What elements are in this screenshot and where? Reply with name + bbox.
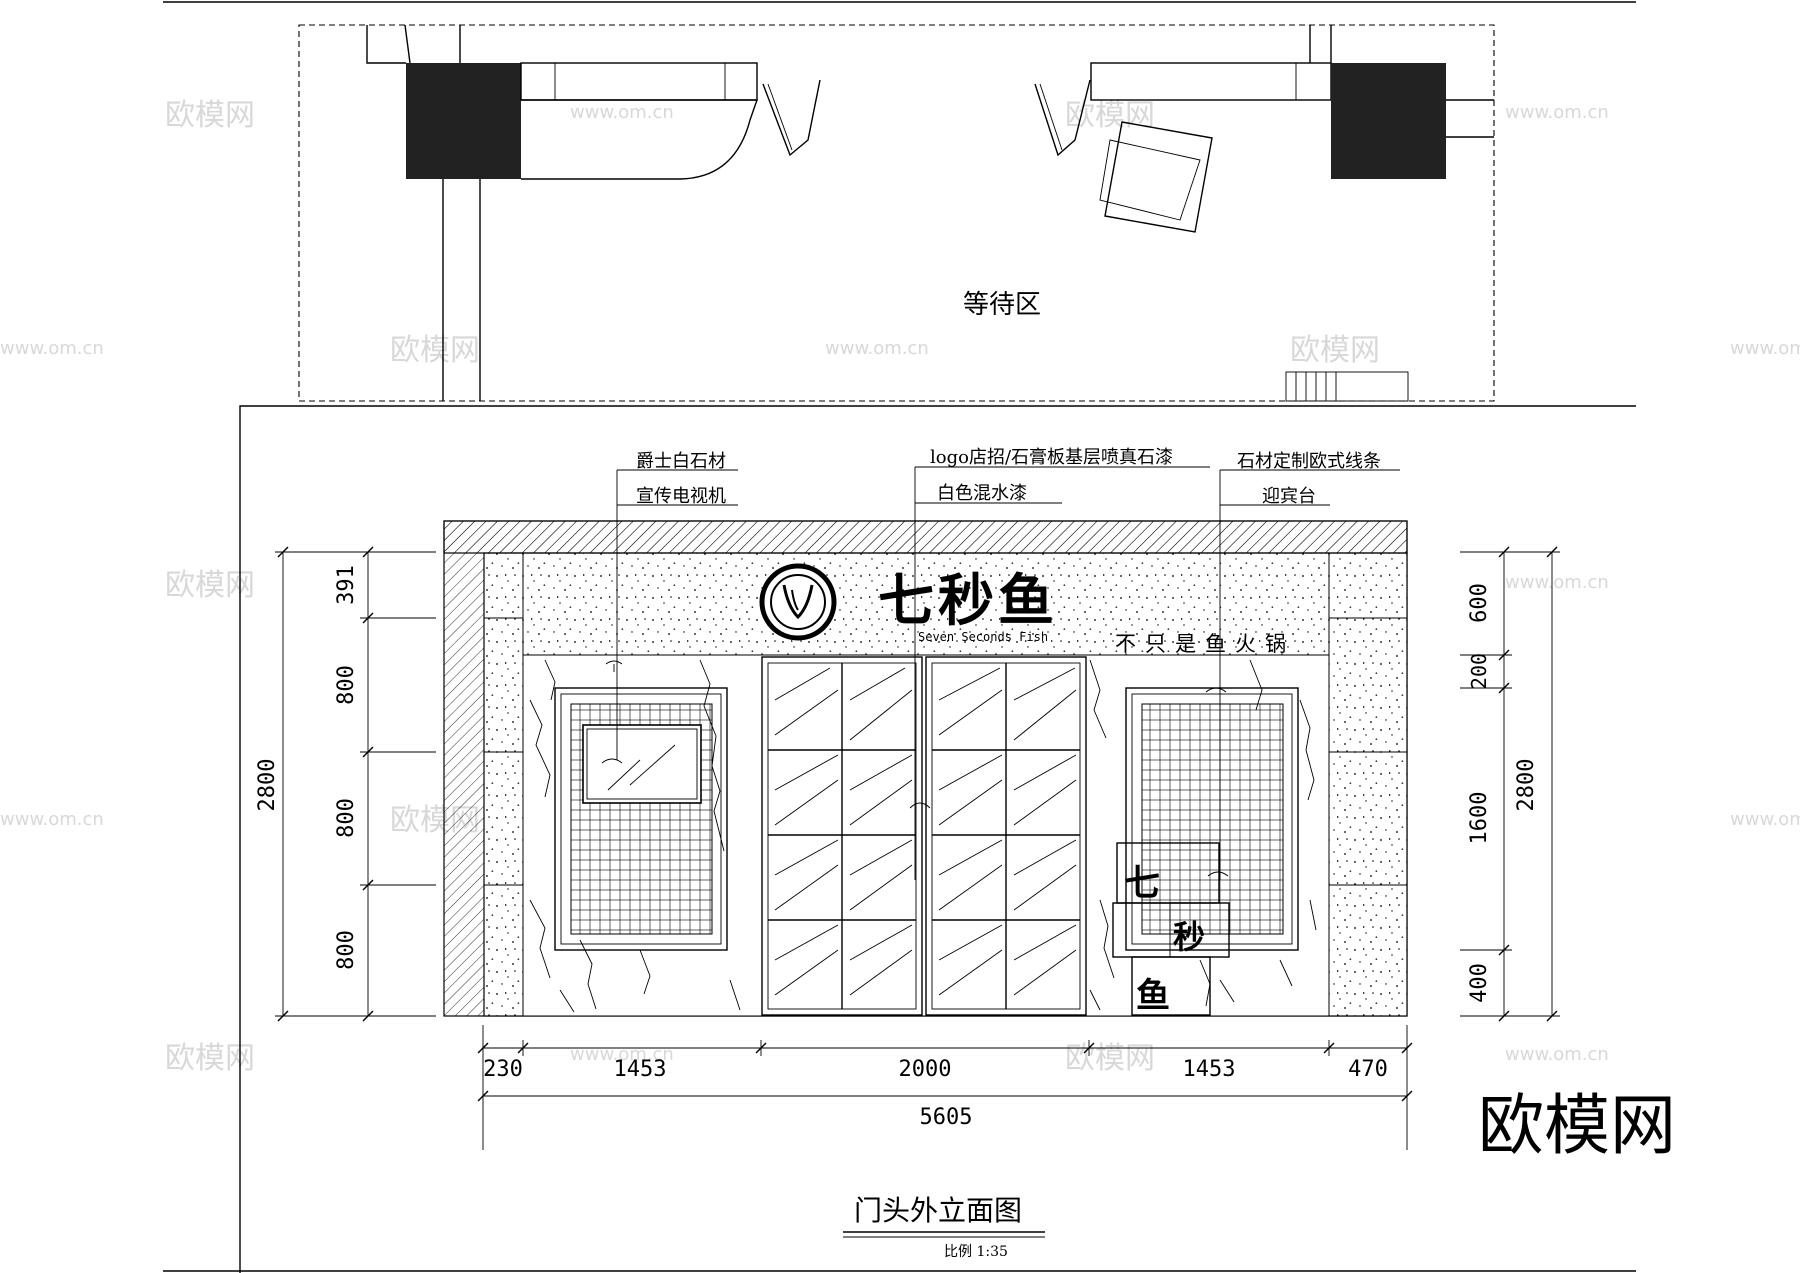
watermark-url: www.om.cn <box>1505 572 1609 593</box>
watermark-logo: 欧模网 <box>1478 1087 1676 1164</box>
brand-name: 七秒鱼 <box>878 568 1058 634</box>
desk-char-2: 秒 <box>1173 918 1205 956</box>
dimension-bottom: 230 1453 2000 1453 470 5605 <box>477 1025 1413 1150</box>
drawing-scale: 比例 1:35 <box>944 1244 1008 1260</box>
watermark-brand: 欧模网 <box>390 333 480 368</box>
watermark-url: www.om.cn <box>570 102 674 123</box>
dim-right-total: 2800 <box>1514 759 1539 812</box>
callout-paint: 白色混水漆 <box>937 483 1027 504</box>
dim-left-seg-1: 391 <box>334 565 359 605</box>
dim-right-seg-1: 600 <box>1467 583 1492 623</box>
dim-bottom-seg-1: 230 <box>483 1057 523 1082</box>
watermark-brand: 欧模网 <box>165 98 255 133</box>
brand-logo-icon <box>759 563 837 641</box>
callout-moulding: 石材定制欧式线条 <box>1237 451 1381 472</box>
zone-label: 等待区 <box>963 290 1041 320</box>
column-block-left <box>406 63 521 179</box>
desk-char-3: 鱼 <box>1136 976 1170 1016</box>
marble-veins <box>529 659 1317 1013</box>
dim-bottom-seg-5: 470 <box>1348 1057 1388 1082</box>
slogan: 不只是鱼火锅 <box>1115 632 1295 656</box>
dim-bottom-seg-2: 1453 <box>614 1057 667 1082</box>
display-window-right <box>1125 687 1299 951</box>
watermark-url: www.om.cn <box>1730 338 1800 359</box>
column-block-right <box>1331 63 1446 179</box>
callout-stone: 爵士白石材 <box>636 451 726 472</box>
dimension-right: 600 200 1600 400 2800 <box>1460 546 1560 1022</box>
entrance-door-right <box>925 656 1087 1016</box>
dimension-left: 2800 391 800 800 800 <box>255 546 436 1022</box>
dim-right-seg-2: 200 <box>1467 653 1491 689</box>
sheet-frame <box>163 405 1636 1273</box>
dim-bottom-seg-4: 1453 <box>1183 1057 1236 1082</box>
dim-bottom-total: 5605 <box>920 1105 973 1130</box>
watermark-url: www.om.cn <box>0 338 104 359</box>
dim-left-seg-4: 800 <box>334 930 359 970</box>
brand-name-en: Seven Seconds Fish <box>918 630 1048 644</box>
dim-right-seg-3: 1600 <box>1467 792 1492 845</box>
watermark-brand: 欧模网 <box>1065 1041 1155 1076</box>
watermark-url: www.om.cn <box>0 809 104 830</box>
reception-desk-plan <box>1104 121 1213 233</box>
watermark-url: www.om.cn <box>570 1044 674 1065</box>
watermark-url: www.om.cn <box>1505 1044 1609 1065</box>
dim-right-seg-4: 400 <box>1467 963 1492 1003</box>
watermark-url: www.om.cn <box>825 338 929 359</box>
drawing-title: 门头外立面图 <box>854 1194 1022 1227</box>
entrance-door-left <box>761 656 923 1016</box>
title-block: 门头外立面图 比例 1:35 <box>843 1194 1045 1260</box>
facade-elevation: 七秒鱼 Seven Seconds Fish 不只是鱼火锅 七 秒 鱼 <box>443 520 1408 1017</box>
callouts: 爵士白石材 宣传电视机 logo店招/石膏板基层喷真石漆 白色混水漆 石材定制欧… <box>616 446 1400 880</box>
callout-reception: 迎宾台 <box>1262 486 1316 507</box>
reception-desk: 七 秒 鱼 <box>1112 842 1230 1016</box>
dim-left-seg-2: 800 <box>334 665 359 705</box>
tv-screen <box>582 724 702 804</box>
watermark-url: www.om.cn <box>1730 809 1800 830</box>
watermark-brand: 欧模网 <box>165 568 255 603</box>
dim-left-total: 2800 <box>255 759 280 812</box>
watermark-brand: 欧模网 <box>1065 98 1155 133</box>
watermark-brand: 欧模网 <box>165 1041 255 1076</box>
callout-logo-sign: logo店招/石膏板基层喷真石漆 <box>930 446 1173 468</box>
display-window-left <box>554 687 728 951</box>
shop-sign: 七秒鱼 Seven Seconds Fish 不只是鱼火锅 <box>759 563 1295 656</box>
dim-bottom-seg-3: 2000 <box>899 1057 952 1082</box>
watermark-url: www.om.cn <box>1505 102 1609 123</box>
dim-left-seg-3: 800 <box>334 798 359 838</box>
callout-tv: 宣传电视机 <box>636 486 726 507</box>
desk-char-1: 七 <box>1124 862 1160 904</box>
floor-plan: 等待区 <box>163 1 1636 402</box>
watermark-brand: 欧模网 <box>1290 333 1380 368</box>
